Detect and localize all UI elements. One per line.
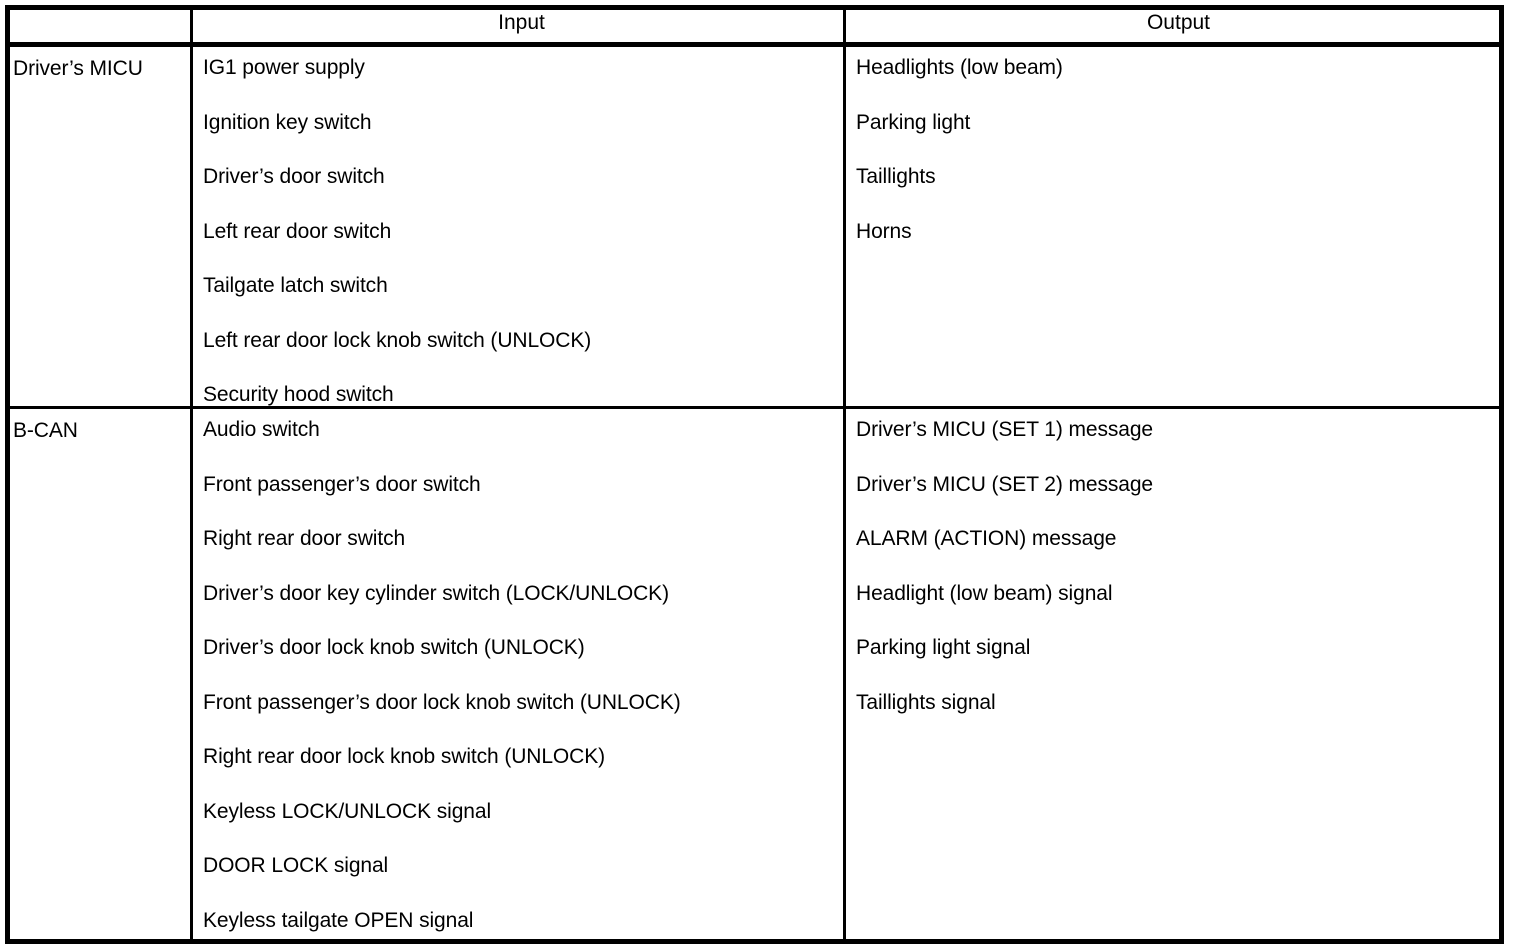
row-input-cell: Audio switch Front passenger’s door swit… xyxy=(195,409,848,948)
list-item: Parking light signal xyxy=(856,636,1031,659)
list-item: Tailgate latch switch xyxy=(203,274,388,297)
row-category-cell: B-CAN xyxy=(8,409,192,457)
list-item: Taillights signal xyxy=(856,690,996,714)
list-item: Headlight (low beam) signal xyxy=(856,581,1113,605)
table-row: B-CAN Audio switch Front passenger’s doo… xyxy=(5,409,1504,939)
list-item: Horns xyxy=(856,219,912,243)
column-divider-1-header xyxy=(190,5,193,45)
list-item: Security hood switch xyxy=(203,383,394,406)
list-item: DOOR LOCK signal xyxy=(203,854,389,877)
table-row: Driver’s MICU IG1 power supply Ignition … xyxy=(5,47,1504,406)
list-item: Front passenger’s door lock knob switch … xyxy=(203,690,681,714)
row-output-cell: Headlights (low beam) Parking light Tail… xyxy=(848,47,1509,259)
row-category-cell: Driver’s MICU xyxy=(8,47,192,95)
column-divider-2-header xyxy=(843,5,846,45)
list-item: Left rear door switch xyxy=(203,219,392,243)
table-header-row: Input Output xyxy=(5,8,1504,42)
list-item: Taillights xyxy=(856,165,936,188)
table-border-left xyxy=(5,5,10,944)
column-divider-2 xyxy=(843,45,846,944)
list-item: Left rear door lock knob switch (UNLOCK) xyxy=(203,328,592,352)
header-separator-rule xyxy=(5,42,1504,47)
list-item: Driver’s MICU (SET 2) message xyxy=(856,472,1153,496)
list-item: Front passenger’s door switch xyxy=(203,472,481,496)
table-border-bottom xyxy=(5,939,1504,944)
list-item: Audio switch xyxy=(203,418,320,441)
list-item: ALARM (ACTION) message xyxy=(856,527,1117,550)
column-header-output: Output xyxy=(1146,11,1211,34)
table-border-right xyxy=(1499,5,1504,944)
row-input-cell: IG1 power supply Ignition key switch Dri… xyxy=(195,47,848,423)
list-item: Driver’s door key cylinder switch (LOCK/… xyxy=(203,581,669,605)
table-border-top xyxy=(5,5,1504,10)
list-item: Driver’s MICU (SET 1) message xyxy=(856,418,1153,441)
list-item: Headlights (low beam) xyxy=(856,56,1063,79)
list-item: Parking light xyxy=(856,110,971,134)
row-output-cell: Driver’s MICU (SET 1) message Driver’s M… xyxy=(848,409,1509,730)
list-item: Keyless LOCK/UNLOCK signal xyxy=(203,799,492,823)
list-item: Right rear door lock knob switch (UNLOCK… xyxy=(203,745,606,768)
list-item: Keyless tailgate OPEN signal xyxy=(203,908,474,932)
list-item: Ignition key switch xyxy=(203,110,372,134)
row-category-label: B-CAN xyxy=(13,419,78,442)
column-divider-1 xyxy=(190,45,193,944)
row-separator-rule xyxy=(5,406,1504,409)
column-header-input: Input xyxy=(498,11,545,34)
row-category-label: Driver’s MICU xyxy=(13,57,143,80)
list-item: Driver’s door lock knob switch (UNLOCK) xyxy=(203,636,585,659)
list-item: IG1 power supply xyxy=(203,56,365,79)
list-item: Driver’s door switch xyxy=(203,165,385,188)
list-item: Right rear door switch xyxy=(203,527,406,550)
